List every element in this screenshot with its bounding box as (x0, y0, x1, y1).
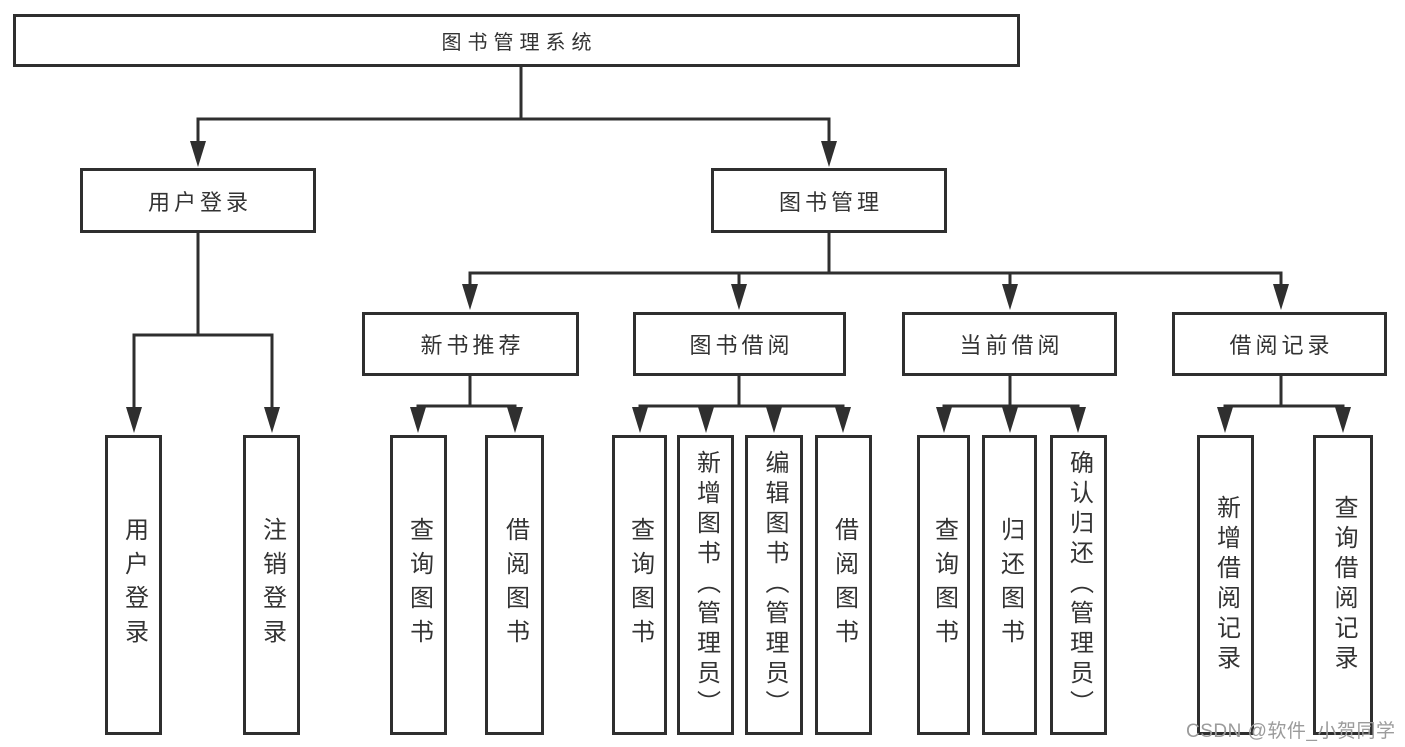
leaf-edit-books-admin-label: 编辑图书（管理员） (761, 450, 788, 720)
node-current-borrow: 当前借阅 (902, 312, 1117, 376)
node-borrow-records-label: 借阅记录 (1229, 333, 1334, 358)
leaf-add-books-admin: 新增图书（管理员） (677, 435, 734, 735)
arrowheads (126, 141, 1351, 433)
node-book-borrow-label: 图书借阅 (689, 333, 794, 358)
leaf-edit-books-admin: 编辑图书（管理员） (745, 435, 803, 735)
leaf-return-books-label: 归还图书 (996, 517, 1024, 653)
node-user-login: 用户登录 (80, 168, 316, 233)
csdn-watermark: CSDN @软件_小贺同学 (1186, 721, 1396, 742)
leaf-add-books-admin-label: 新增图书（管理员） (692, 450, 720, 720)
node-book-management-label: 图书管理 (778, 189, 883, 215)
leaf-confirm-return-admin: 确认归还（管理员） (1050, 435, 1107, 735)
leaf-confirm-return-admin-label: 确认归还（管理员） (1065, 450, 1093, 720)
node-root-label: 图书管理系统 (441, 32, 598, 54)
node-new-book-recommend: 新书推荐 (362, 312, 579, 376)
node-borrow-records: 借阅记录 (1172, 312, 1387, 376)
leaf-query-borrow-record-label: 查询借阅记录 (1330, 495, 1357, 675)
leaf-borrow-books-recommend-label: 借阅图书 (501, 517, 529, 653)
node-user-login-label: 用户登录 (147, 189, 252, 215)
leaf-user-login-label: 用户登录 (120, 517, 148, 653)
node-root: 图书管理系统 (13, 14, 1020, 67)
leaf-add-borrow-record-label: 新增借阅记录 (1212, 495, 1240, 675)
node-current-borrow-label: 当前借阅 (959, 333, 1064, 358)
leaf-query-books-recommend-label: 查询图书 (405, 517, 433, 653)
leaf-borrow-books-recommend: 借阅图书 (485, 435, 544, 735)
leaf-logout-login-label: 注销登录 (258, 517, 286, 653)
node-book-management: 图书管理 (711, 168, 947, 233)
node-new-book-recommend-label: 新书推荐 (420, 333, 525, 358)
leaf-query-books-recommend: 查询图书 (390, 435, 447, 735)
leaf-add-borrow-record: 新增借阅记录 (1197, 435, 1254, 735)
leaf-query-books-current-label: 查询图书 (930, 517, 958, 653)
leaf-query-books-borrow-label: 查询图书 (626, 517, 654, 653)
leaf-logout-login: 注销登录 (243, 435, 300, 735)
leaf-user-login: 用户登录 (105, 435, 162, 735)
leaf-return-books: 归还图书 (982, 435, 1037, 735)
leaf-query-books-current: 查询图书 (917, 435, 970, 735)
leaf-borrow-books-label: 借阅图书 (830, 517, 858, 653)
leaf-query-books-borrow: 查询图书 (612, 435, 667, 735)
node-book-borrow: 图书借阅 (633, 312, 846, 376)
leaf-query-borrow-record: 查询借阅记录 (1313, 435, 1373, 735)
leaf-borrow-books: 借阅图书 (815, 435, 872, 735)
